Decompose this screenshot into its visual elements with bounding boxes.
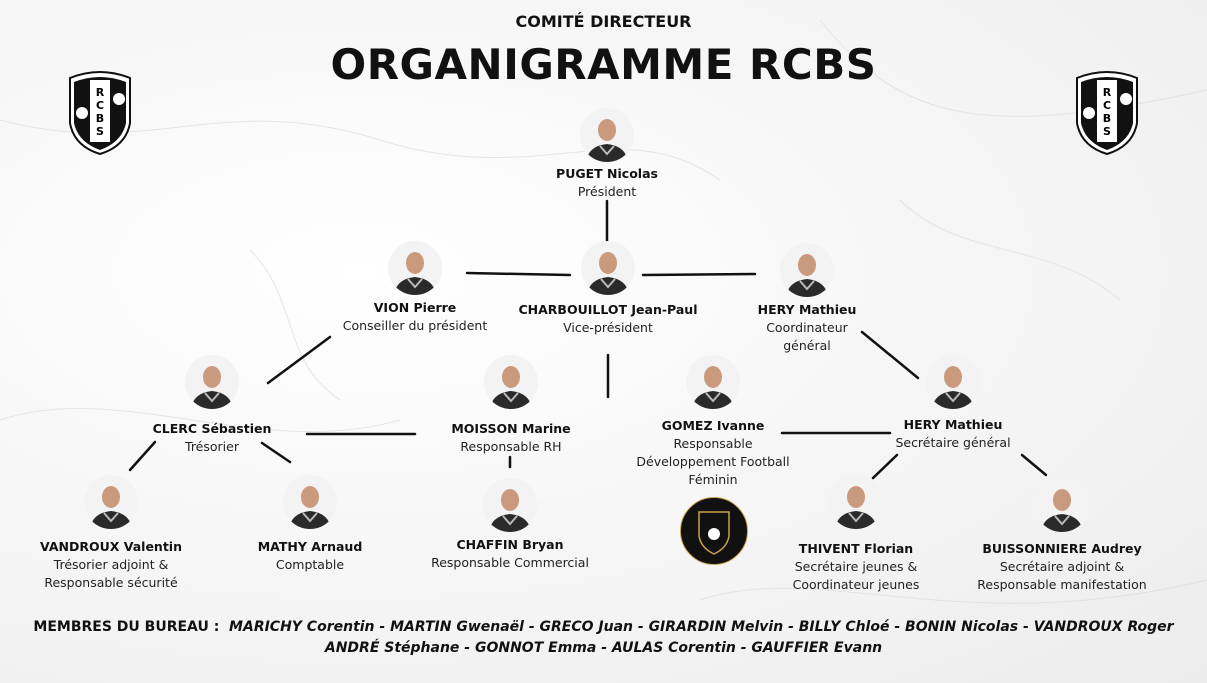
person-name: VION Pierre [373,300,457,315]
person-role: Responsable sécurité [44,575,178,590]
person-role: Comptable [275,557,345,572]
person-name: CHARBOUILLOT Jean-Paul [518,302,698,317]
person-role: Coordinateur jeunes [792,577,920,592]
subtitle: COMITÉ DIRECTEUR [515,12,692,31]
members-line-2: ANDRÉ Stéphane - GONNOT Emma - AULAS Cor… [324,640,883,656]
person-photo-buissonniere [1035,478,1089,532]
person-role: Secrétaire adjoint & [999,559,1125,574]
club-logo-left: R C B S [69,71,131,156]
person-photo-hery-coord [780,243,834,297]
person-name: BUISSONNIERE Audrey [982,541,1142,556]
connector [260,441,292,464]
person-role: Président [577,184,637,199]
person-role: Coordinateur [766,320,848,335]
person-role: Responsable [673,436,753,451]
person-role: général [783,338,831,353]
person-photo-clerc [185,355,239,409]
person-role: Secrétaire général [895,435,1011,450]
person-photo-hery-sec [926,355,980,409]
person-name: CLERC Sébastien [152,421,272,436]
person-role: Conseiller du président [342,318,488,333]
page-title: ORGANIGRAMME RCBS [330,40,877,89]
person-role: Responsable Commercial [431,555,589,570]
person-photo-gomez [686,355,740,409]
connector [871,453,899,480]
connector [128,440,157,472]
person-photo-moisson [484,355,538,409]
connector [860,330,920,380]
bureau-members: MEMBRES DU BUREAU : MARICHY Corentin - M… [0,617,1207,659]
feminine-football-badge [680,497,748,565]
person-name: HERY Mathieu [757,302,857,317]
svg-text:S: S [1103,125,1111,138]
person-name: CHAFFIN Bryan [456,537,564,552]
connector [641,272,757,277]
person-name: HERY Mathieu [903,417,1003,432]
person-photo-chaffin [483,478,537,532]
person-role: Développement Football [636,454,790,469]
person-role: Féminin [688,472,738,487]
svg-text:R: R [1103,86,1112,99]
person-photo-vion [388,241,442,295]
person-name: VANDROUX Valentin [40,539,182,554]
person-name: THIVENT Florian [798,541,914,556]
person-photo-thivent [829,475,883,529]
person-role: Secrétaire jeunes & [794,559,918,574]
svg-text:C: C [96,99,104,112]
club-logo-right: R C B S [1076,71,1138,156]
person-photo-mathy [283,475,337,529]
person-role: Responsable RH [460,439,562,454]
person-role: Trésorier [185,439,239,454]
svg-text:B: B [1103,112,1111,125]
person-name: GOMEZ Ivanne [661,418,765,433]
connector [266,335,332,385]
person-role: Responsable manifestation [977,577,1147,592]
person-photo-charbouillot [581,241,635,295]
members-line-1: MARICHY Corentin - MARTIN Gwenaël - GREC… [229,619,1174,635]
svg-text:R: R [96,86,105,99]
svg-text:B: B [96,112,104,125]
person-name: PUGET Nicolas [556,166,658,181]
person-photo-puget [580,108,634,162]
connector [1020,453,1048,477]
connector [465,271,572,277]
svg-text:C: C [1103,99,1111,112]
person-photo-vandroux [84,475,138,529]
svg-text:S: S [96,125,104,138]
person-role: Trésorier adjoint & [53,557,169,572]
person-role: Vice-président [563,320,653,335]
person-name: MATHY Arnaud [257,539,363,554]
members-label: MEMBRES DU BUREAU : [33,619,220,635]
person-name: MOISSON Marine [451,421,571,436]
